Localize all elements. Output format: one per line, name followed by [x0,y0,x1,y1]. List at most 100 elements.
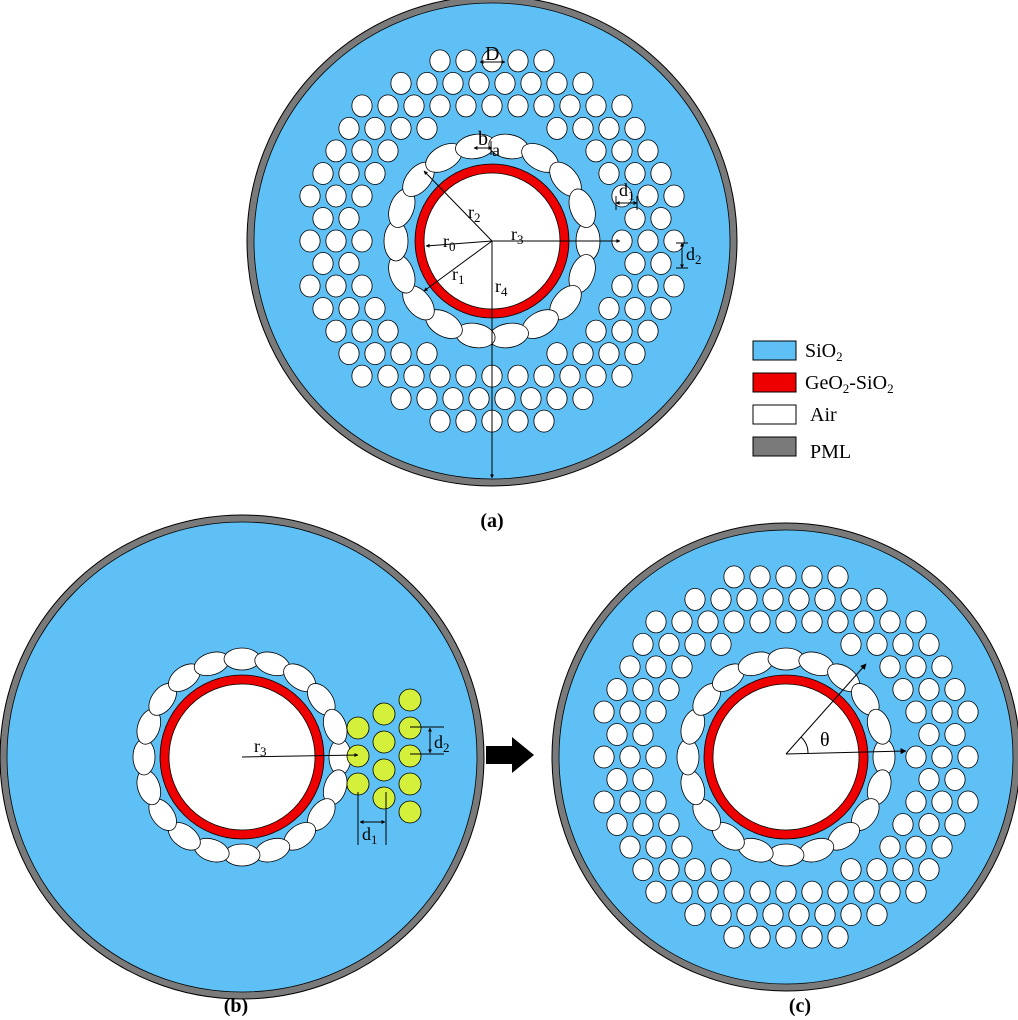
air-hole [390,342,412,366]
label-r4: r4 [495,276,508,299]
air-hole [325,139,347,163]
air-hole [611,274,633,298]
legend-swatch-air [752,404,797,425]
air-hole [585,319,607,343]
panel-label-b: (b) [224,995,248,1017]
air-hole [840,633,862,656]
air-hole [918,813,940,836]
doped-hole [398,744,422,768]
air-hole [572,116,594,140]
air-hole [775,880,797,904]
panel-b: r3 d1 d2 (b) [0,514,485,1017]
label-theta: θ [820,729,830,751]
air-hole [593,745,615,769]
air-hole [507,94,529,118]
air-hole [866,858,888,881]
air-hole [736,588,758,611]
air-hole [325,229,347,253]
air-hole [619,655,641,679]
air-hole [390,72,412,95]
air-hole [879,835,901,859]
air-hole [957,745,979,769]
air-hole [546,72,568,95]
air-hole [671,835,693,859]
air-hole [762,903,784,926]
air-hole [593,790,615,814]
air-hole [645,745,667,769]
air-hole [645,880,667,904]
panel-c-air-holes [593,565,979,949]
air-hole [879,880,901,904]
air-hole [892,858,914,881]
air-hole [905,880,927,904]
doped-hole [398,800,422,824]
air-hole [957,700,979,724]
legend-swatch-geo2 [752,372,797,393]
air-hole [546,116,568,140]
air-hole [611,319,633,343]
air-hole [840,588,862,611]
panel-b-doped-holes [346,688,422,824]
air-hole [658,633,680,656]
air-hole [598,342,620,366]
air-hole [944,723,966,746]
air-hole [533,364,555,388]
air-hole [905,700,927,724]
air-hole [801,880,823,904]
air-hole [723,565,745,589]
air-hole [827,880,849,904]
air-hole [593,700,615,724]
air-hole [723,925,745,949]
air-hole [455,49,477,73]
air-hole [645,610,667,634]
air-hole [468,72,490,95]
doped-hole [398,772,422,796]
air-hole [338,116,360,140]
air-hole [312,252,334,275]
air-hole [788,588,810,611]
air-hole-ellipse [866,708,892,745]
legend: SiO2 GeO2-SiO2 Air PML [752,340,894,463]
air-hole [455,94,477,118]
air-hole [585,139,607,163]
air-hole [312,297,334,320]
panel-b-air-holes [132,647,352,867]
label-d2: d2 [686,244,702,267]
air-hole [853,880,875,904]
air-hole [559,364,581,388]
air-hole [650,252,672,275]
air-hole [637,274,659,298]
air-hole [931,655,953,679]
label-d1: d1 [619,180,635,203]
air-hole [546,342,568,366]
air-hole [697,880,719,904]
air-hole [663,229,685,253]
air-hole [619,790,641,814]
legend-label-geo2: GeO2-SiO2 [805,372,894,396]
air-hole-ellipse [568,188,596,228]
air-hole [892,813,914,836]
air-hole [429,49,451,73]
air-hole [351,229,373,253]
air-hole [775,610,797,634]
air-hole [624,342,646,366]
label-a: a [492,140,500,160]
air-hole [624,116,646,140]
air-hole [403,364,425,388]
doped-hole [346,744,370,768]
panel-label-a: (a) [480,510,503,532]
legend-swatch-pml [752,436,797,457]
air-hole [533,94,555,118]
doped-hole [346,716,370,740]
air-hole [710,588,732,611]
air-hole [338,207,360,230]
air-hole [416,72,438,95]
air-hole [944,768,966,791]
air-hole [658,813,680,836]
air-hole [918,633,940,656]
air-hole [416,342,438,366]
air-hole [918,678,940,701]
air-hole [338,342,360,366]
air-hole [840,903,862,926]
air-hole [905,655,927,679]
